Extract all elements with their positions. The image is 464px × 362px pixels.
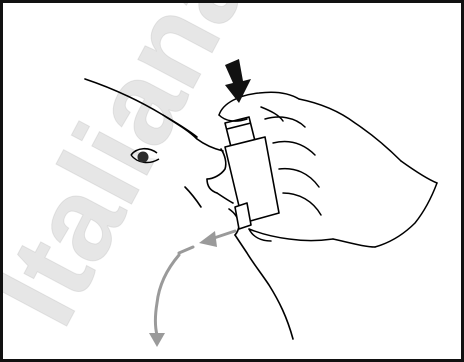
knuckle-2 (272, 140, 316, 156)
press-arrow-icon (225, 59, 251, 103)
eye-pupil (137, 151, 149, 163)
index-finger (218, 91, 300, 116)
finger-crease (260, 106, 284, 122)
airflow-arrow-2-shaft (154, 253, 181, 337)
cheek-line (184, 186, 202, 208)
nose-tip (206, 148, 227, 180)
upper-lip (216, 192, 234, 204)
face-profile (84, 78, 294, 340)
inhaler-body (224, 136, 280, 224)
knuckle-4 (282, 192, 322, 216)
eye (130, 147, 160, 164)
palm-base (332, 238, 376, 248)
airflow-arrows (149, 229, 237, 347)
wrist-under (374, 182, 438, 248)
brow-line (162, 114, 198, 138)
eye-lid (130, 147, 158, 156)
forearm-top (400, 160, 438, 184)
airflow-arrow-2-head (149, 333, 165, 347)
thumb-tip (248, 228, 272, 242)
chin-jaw (234, 234, 294, 340)
nostril-line (206, 178, 218, 194)
knuckle-1 (264, 116, 306, 128)
inhaler-mouthpiece (234, 202, 252, 230)
airflow-arrow-3-shaft (177, 245, 195, 255)
press-arrow (225, 59, 251, 103)
knuckle-3 (278, 167, 320, 188)
hand (218, 91, 438, 248)
fingertip-curve (218, 114, 248, 122)
hand-back (298, 98, 402, 162)
thumb-top (248, 228, 334, 242)
inhaler-illustration: Italiana (3, 3, 438, 347)
airflow-arrow-1-head (199, 231, 217, 247)
canister-ring (226, 122, 252, 130)
inhaler (224, 116, 280, 230)
